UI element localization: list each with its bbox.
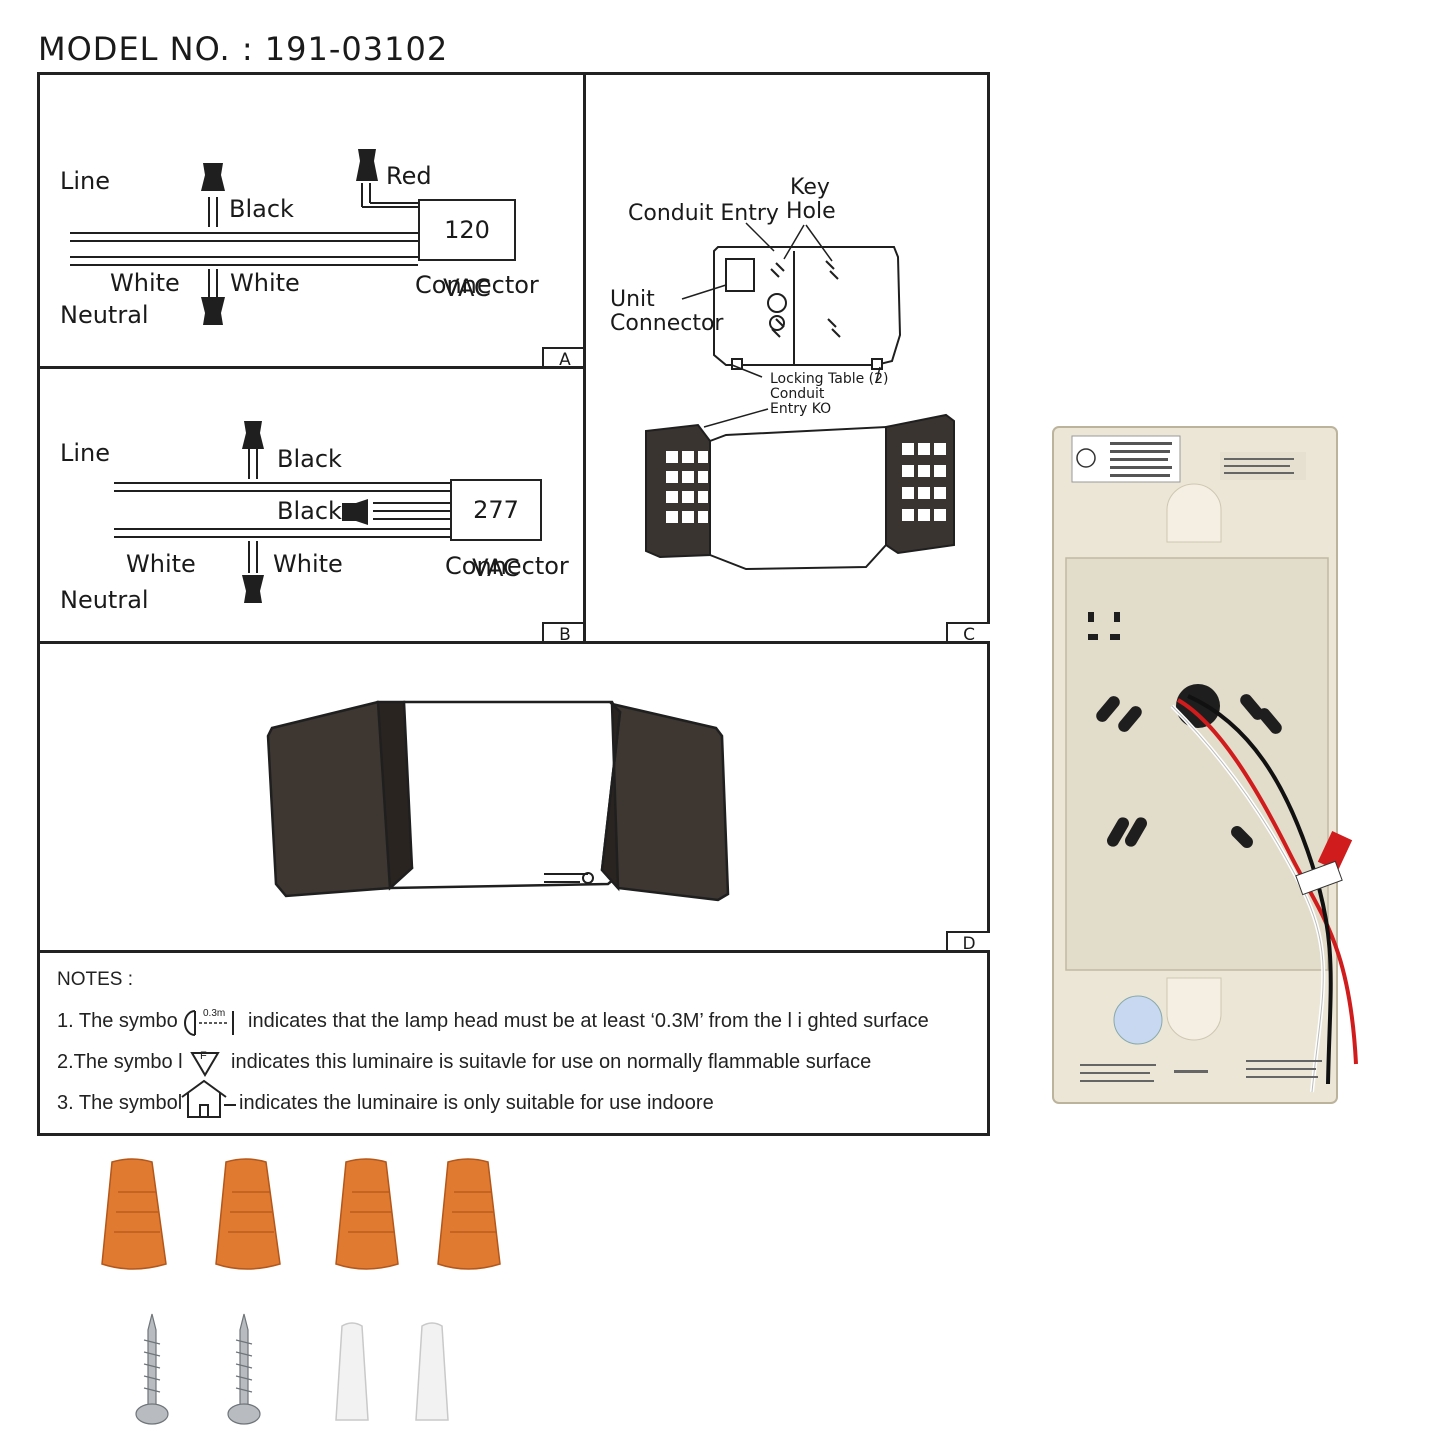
label-neutral: Neutral bbox=[60, 586, 149, 614]
label-unit: Unit bbox=[610, 287, 655, 312]
label-black-top: Black bbox=[277, 445, 342, 473]
screw-icon bbox=[135, 1403, 169, 1425]
wire-nut-icon bbox=[437, 1158, 501, 1270]
panel-a: Line Black Red White White Neutral 120 V… bbox=[37, 72, 586, 370]
wire-nut-icon bbox=[215, 1158, 281, 1270]
wall-anchor-icon bbox=[335, 1322, 369, 1421]
label-conduit-entry: Conduit Entry bbox=[628, 201, 779, 226]
label-white-right: White bbox=[273, 550, 343, 578]
label-conduit: Conduit bbox=[770, 386, 825, 402]
note-2-text: indicates this luminaire is suitavle for… bbox=[231, 1051, 872, 1073]
wall-anchor-icon bbox=[415, 1322, 449, 1421]
wire-nuts bbox=[101, 1158, 501, 1270]
panel-d: D bbox=[37, 641, 990, 954]
wire-nut-icon bbox=[242, 421, 264, 449]
lamp-distance-icon bbox=[184, 1010, 234, 1036]
label-red: Red bbox=[386, 162, 432, 190]
note-1-text: indicates that the lamp head must be at … bbox=[248, 1010, 929, 1032]
note-3-text: indicates the luminaire is only suitable… bbox=[239, 1092, 714, 1114]
panel-tag-d: D bbox=[946, 931, 990, 954]
notes-title: NOTES : bbox=[57, 969, 134, 990]
wire-tag-120 bbox=[1295, 860, 1343, 896]
wire-nut-icon bbox=[342, 499, 368, 525]
label-line: Line bbox=[60, 167, 111, 195]
note-2-symbol-text: F bbox=[200, 1050, 207, 1062]
panel-c-drawing bbox=[645, 222, 955, 571]
label-white-left: White bbox=[110, 269, 180, 297]
label-black-mid: Black bbox=[277, 497, 342, 525]
wire-tag-277 bbox=[1317, 830, 1353, 872]
note-1-symbol-text: 0.3m bbox=[203, 1008, 226, 1019]
label-white-right: White bbox=[230, 269, 300, 297]
screw-icon bbox=[147, 1313, 157, 1407]
label-unit-connector: Connector bbox=[610, 311, 724, 336]
panel-tag-a: A bbox=[542, 347, 586, 370]
wire-nut-icon bbox=[335, 1158, 399, 1270]
screw-icon bbox=[239, 1313, 249, 1407]
wire-nut-icon bbox=[201, 297, 225, 325]
panel-b: Line Black Black White White Neutral 277… bbox=[37, 366, 586, 645]
label-black: Black bbox=[229, 195, 294, 223]
flammable-surface-icon bbox=[190, 1052, 220, 1077]
wire-nut-icon bbox=[242, 575, 264, 603]
wire-nut-icon bbox=[356, 149, 378, 181]
label-entry-ko: Entry KO bbox=[770, 401, 832, 417]
fixture-drawing bbox=[645, 413, 955, 571]
label-white-left: White bbox=[126, 550, 196, 578]
screws-and-anchors bbox=[135, 1313, 449, 1425]
panel-a-wiring bbox=[70, 149, 418, 325]
label-connector: Connector bbox=[415, 271, 539, 299]
note-2-prefix: 2.The symbo l bbox=[57, 1051, 183, 1073]
screw-icon bbox=[227, 1403, 261, 1425]
label-neutral: Neutral bbox=[60, 301, 149, 329]
indoor-house-icon bbox=[181, 1079, 236, 1118]
panel-b-wiring bbox=[114, 421, 450, 603]
qc-sticker bbox=[1113, 995, 1163, 1045]
note-1-prefix: 1. The symbo bbox=[57, 1010, 178, 1032]
back-plate-drawing bbox=[713, 246, 902, 370]
fixture-front-drawing bbox=[266, 700, 730, 902]
certification-icon bbox=[1076, 448, 1096, 468]
wire-nut-icon bbox=[101, 1158, 167, 1270]
label-connector: Connector bbox=[445, 552, 569, 580]
label-line: Line bbox=[60, 439, 111, 467]
notes-panel: NOTES : 1. The symbo 0.3m indicates that… bbox=[37, 950, 990, 1136]
panel-tag-b: B bbox=[542, 622, 586, 645]
voltage-box: 120 VAC bbox=[418, 199, 516, 302]
panel-tag-c: C bbox=[946, 622, 990, 645]
panel-c: Conduit Entry Key Hole Unit Connector Lo… bbox=[583, 72, 990, 645]
label-hole: Hole bbox=[786, 199, 836, 224]
model-number: MODEL NO. : 191-03102 bbox=[38, 30, 449, 68]
label-key: Key bbox=[790, 175, 830, 200]
label-locking-table: Locking Table (2) bbox=[770, 371, 889, 387]
wire-nut-icon bbox=[201, 163, 225, 191]
voltage-box: 277 VAC bbox=[450, 479, 542, 582]
black-wire bbox=[1187, 694, 1333, 1085]
red-wire bbox=[1177, 698, 1358, 1065]
product-photo bbox=[1052, 426, 1358, 1104]
note-3-prefix: 3. The symbol bbox=[57, 1092, 183, 1114]
